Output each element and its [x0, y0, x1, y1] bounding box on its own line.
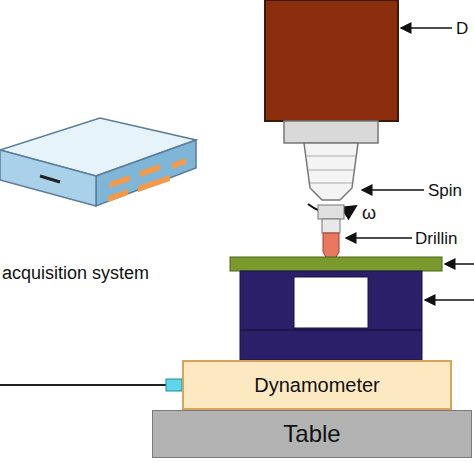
rotation-symbol: ω — [362, 204, 376, 222]
leader-line — [401, 27, 452, 29]
spindle-holder — [284, 121, 378, 143]
part-label: D — [456, 20, 468, 37]
spindle — [304, 143, 358, 200]
dynamometer-box: Dynamometer — [182, 360, 452, 410]
node-text: Dynamometer — [254, 374, 380, 397]
daq-label: acquisition system — [2, 264, 149, 282]
signal-cable — [0, 384, 168, 386]
leader-line — [425, 299, 474, 301]
leader-line — [362, 189, 424, 191]
node-text: Table — [283, 420, 340, 448]
drill-motor — [265, 0, 398, 121]
cable-connector — [166, 379, 182, 391]
leader-line — [445, 263, 474, 265]
chuck — [318, 205, 344, 219]
table-box: Table — [152, 410, 472, 458]
fixture — [240, 271, 422, 360]
part-label: Drillin — [415, 230, 458, 247]
leader-line — [346, 237, 412, 239]
chuck-lower — [322, 219, 340, 233]
workpiece — [230, 257, 442, 271]
part-label: Spin — [428, 182, 462, 199]
daq-unit — [0, 118, 196, 206]
